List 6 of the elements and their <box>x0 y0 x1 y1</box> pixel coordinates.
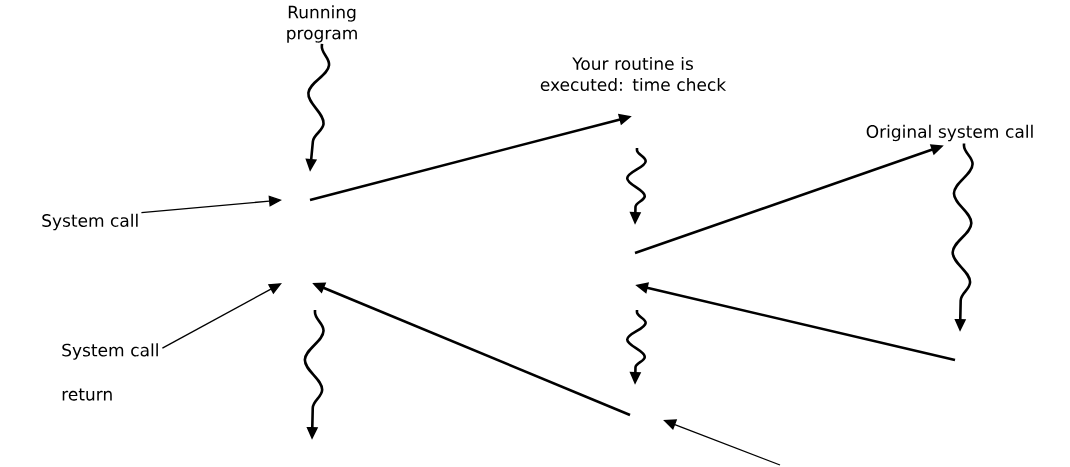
text-label: Your routine is executed: time check <box>540 56 727 92</box>
text-label: Running program <box>287 5 357 43</box>
text-label: Original system call <box>866 124 1033 142</box>
text-label: System call return <box>62 343 158 401</box>
text-label: System call <box>42 213 138 231</box>
arrow <box>161 283 282 349</box>
